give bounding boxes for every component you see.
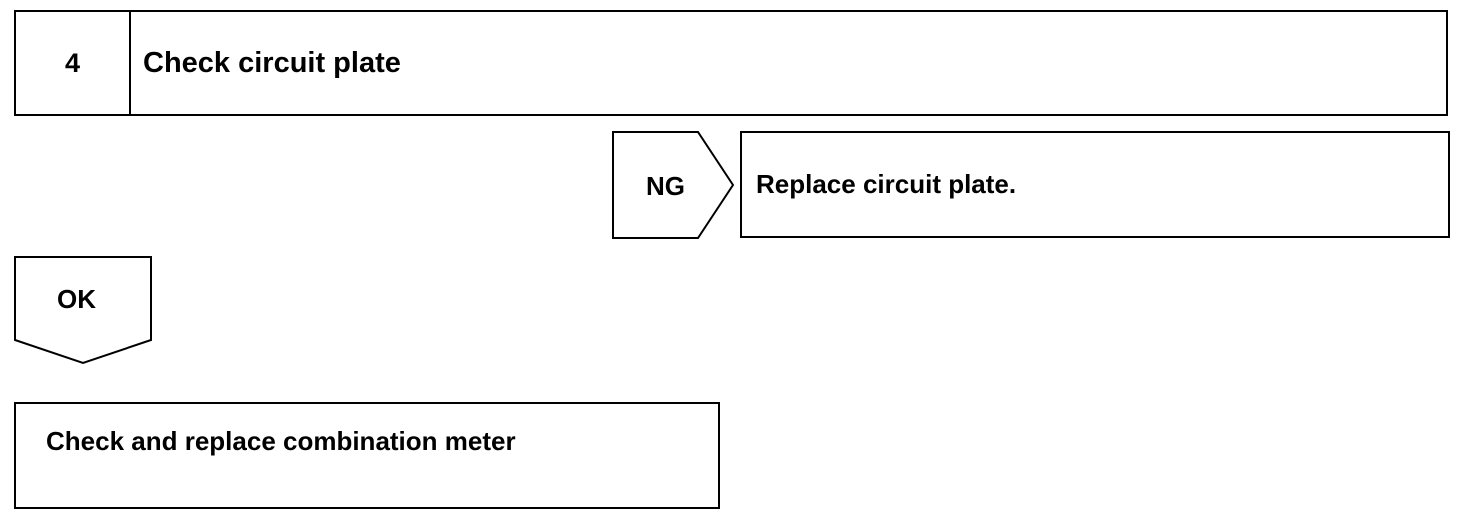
ng-action-box: Replace circuit plate. [740,131,1450,238]
ng-action-text: Replace circuit plate. [756,169,1017,199]
step-number: 4 [16,12,131,114]
step-box: 4 Check circuit plate [14,10,1448,116]
ng-label: NG [646,171,685,201]
step-title: Check circuit plate [143,46,401,79]
ok-label: OK [57,284,96,314]
final-step-text: Check and replace combination meter [46,426,516,456]
final-step-box: Check and replace combination meter [14,402,720,509]
ng-arrow-shape [612,131,735,239]
ok-arrow-shape [14,256,152,365]
